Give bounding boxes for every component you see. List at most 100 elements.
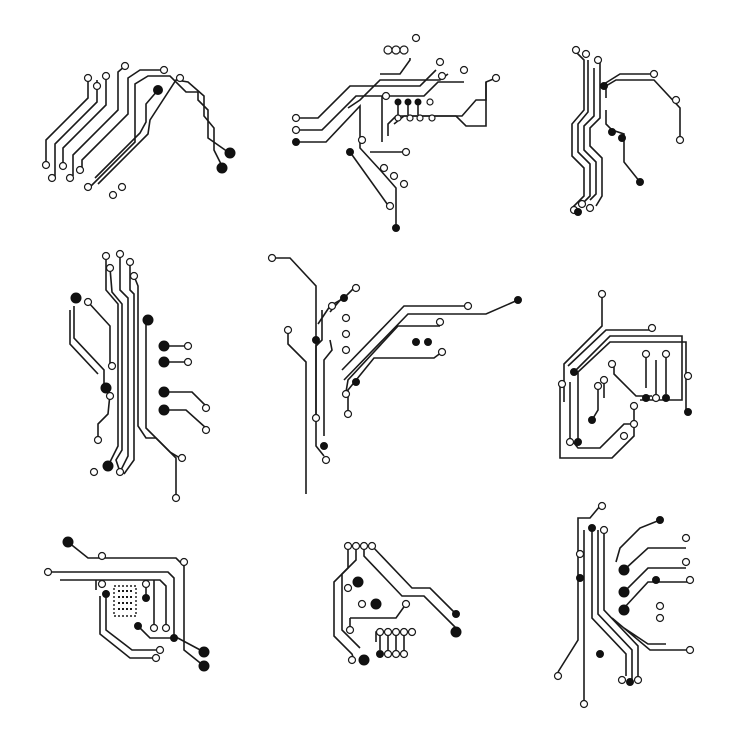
pad: [394, 98, 402, 106]
pad: [597, 501, 607, 511]
pad: [321, 455, 331, 465]
trace: [591, 386, 599, 421]
pad: [681, 533, 691, 543]
trace: [73, 306, 105, 386]
pad: [437, 347, 447, 357]
pad: [170, 634, 178, 642]
pad: [553, 671, 563, 681]
pad: [407, 627, 417, 637]
pad: [399, 627, 409, 637]
pad: [685, 575, 695, 585]
pad: [141, 579, 151, 589]
pad: [685, 645, 695, 655]
pad: [491, 73, 501, 83]
pad: [617, 675, 627, 685]
pad: [399, 649, 409, 659]
pad: [599, 375, 609, 385]
pad: [101, 251, 111, 261]
trace: [99, 596, 156, 659]
pad: [149, 623, 159, 633]
pad: [352, 576, 364, 588]
pad: [117, 182, 127, 192]
circuit-element-1: [41, 61, 236, 200]
pad: [381, 91, 391, 101]
trace: [137, 625, 172, 639]
circuit-element-2: [291, 33, 501, 232]
pad: [618, 134, 626, 142]
pad: [600, 82, 608, 90]
pad: [571, 45, 581, 55]
pad: [175, 73, 185, 83]
pad: [267, 253, 277, 263]
pad: [93, 435, 103, 445]
pad: [358, 654, 370, 666]
pad: [570, 368, 578, 376]
pad: [343, 541, 353, 551]
pad: [618, 604, 630, 616]
pad: [636, 178, 644, 186]
pad: [588, 416, 596, 424]
trace: [62, 76, 107, 166]
circuit-element-6: [557, 289, 693, 459]
pad: [107, 361, 117, 371]
trace: [317, 285, 357, 325]
pad: [437, 71, 447, 81]
trace: [296, 81, 464, 131]
pad: [183, 357, 193, 367]
trace: [393, 77, 497, 127]
pad: [656, 516, 664, 524]
trace: [105, 256, 119, 467]
trace: [54, 80, 98, 178]
pad: [597, 289, 607, 299]
pad: [675, 135, 685, 145]
trace: [50, 571, 205, 653]
pad: [351, 541, 361, 551]
pad: [383, 649, 393, 659]
circuit-element-5: [267, 253, 522, 494]
pad: [651, 393, 661, 403]
pad: [97, 551, 107, 561]
pad: [177, 453, 187, 463]
pad: [108, 190, 118, 200]
pad: [83, 297, 93, 307]
pad: [626, 678, 634, 686]
pad: [618, 564, 630, 576]
trace: [591, 528, 627, 676]
pad: [391, 627, 401, 637]
pad: [404, 98, 412, 106]
trace: [296, 103, 397, 228]
pad: [115, 467, 125, 477]
pad: [376, 650, 384, 658]
pad: [65, 173, 75, 183]
pad: [357, 135, 367, 145]
pad: [367, 541, 377, 551]
trace: [569, 382, 630, 449]
pad: [452, 610, 460, 618]
pad: [557, 379, 567, 389]
pad: [158, 386, 170, 398]
trace: [72, 65, 126, 176]
pad: [385, 201, 395, 211]
pad: [198, 646, 210, 658]
pad: [171, 493, 181, 503]
trace: [380, 58, 411, 75]
pad: [105, 391, 115, 401]
pad: [120, 61, 130, 71]
trace: [557, 505, 601, 673]
trace: [341, 305, 468, 371]
trace: [623, 547, 686, 571]
trace: [603, 530, 639, 680]
pad: [392, 224, 400, 232]
pad: [463, 301, 473, 311]
trace: [109, 267, 123, 473]
pad: [341, 329, 351, 339]
pad: [641, 349, 651, 359]
pad: [292, 138, 300, 146]
pad: [340, 294, 348, 302]
trace: [333, 546, 355, 661]
circuit-element-8: [333, 541, 462, 666]
pad: [153, 85, 163, 95]
trace: [343, 299, 519, 381]
circuit-element-7: [43, 536, 210, 672]
